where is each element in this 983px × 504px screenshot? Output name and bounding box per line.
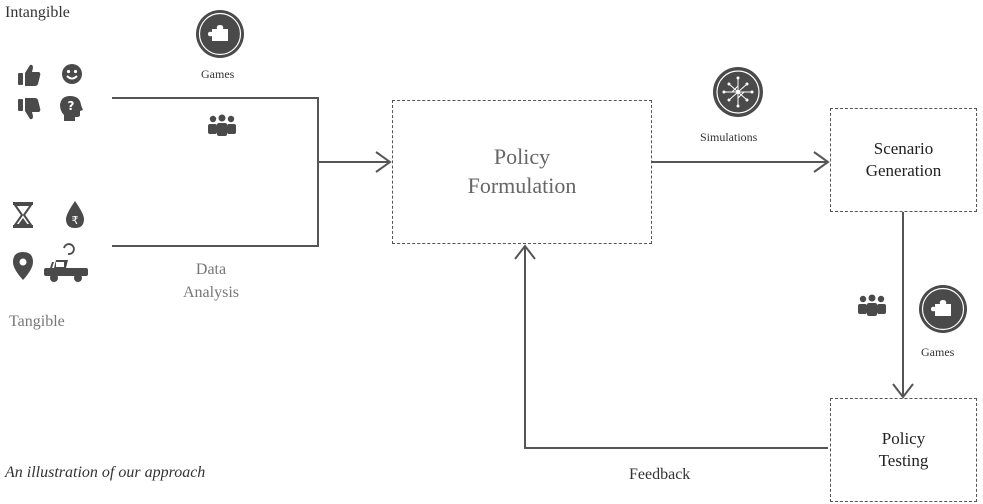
intangible-label: Intangible xyxy=(5,4,70,21)
games-right-label: Games xyxy=(921,345,955,359)
hourglass-icon xyxy=(13,202,33,228)
feedback-arrowhead xyxy=(514,244,536,260)
data-analysis-line2: Analysis xyxy=(183,284,239,302)
puzzle-icon xyxy=(919,285,967,333)
location-pin-icon xyxy=(13,252,33,280)
scenario-generation-line2: Generation xyxy=(865,161,942,180)
smiley-icon xyxy=(62,64,82,84)
people-group-icon xyxy=(208,114,236,136)
scenario-generation-box: Scenario Generation xyxy=(830,108,977,212)
scenario-generation-line1: Scenario xyxy=(873,138,934,158)
policy-formulation-line1: Policy xyxy=(493,144,551,170)
simulations-label: Simulations xyxy=(700,130,758,144)
head-question-icon: ? xyxy=(60,96,83,121)
games-top-label: Games xyxy=(201,67,235,81)
policy-arrowhead xyxy=(375,151,392,173)
feedback-line xyxy=(524,246,828,449)
svg-text:₹: ₹ xyxy=(72,214,79,227)
svg-text:?: ? xyxy=(68,99,75,113)
policy-testing-line2: Testing xyxy=(878,451,929,470)
caption: An illustration of our approach xyxy=(5,464,206,481)
network-icon xyxy=(713,67,763,117)
scenario-arrowhead xyxy=(813,151,830,173)
intangible-input-line xyxy=(112,97,319,162)
tangible-input-line xyxy=(112,162,319,247)
policy-testing-box: Policy Testing xyxy=(830,398,977,502)
data-analysis-line1: Data xyxy=(195,261,227,278)
policy-formulation-line2: Formulation xyxy=(467,173,577,198)
testing-arrowhead xyxy=(892,383,914,399)
data-analysis-label: Data Analysis xyxy=(183,258,239,304)
puzzle-icon xyxy=(196,10,244,58)
policy-testing-line1: Policy xyxy=(881,428,926,448)
feedback-label: Feedback xyxy=(629,466,691,483)
thumbs-up-icon xyxy=(18,64,41,86)
car-fuel-icon xyxy=(44,243,88,282)
tangible-label: Tangible xyxy=(9,313,65,330)
people-group-icon xyxy=(858,294,886,316)
rupee-drop-icon: ₹ xyxy=(66,201,84,228)
policy-formulation-box: Policy Formulation xyxy=(392,100,652,244)
thumbs-down-icon xyxy=(18,98,41,120)
